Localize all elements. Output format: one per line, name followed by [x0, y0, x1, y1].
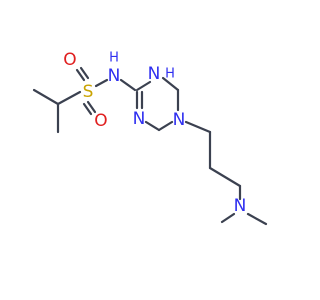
structure-svg: O S O H N N H N N N	[32, 50, 268, 226]
bond-s-o-top-a	[75, 68, 86, 82]
bond-n-left-ch2-bottom	[144, 120, 161, 132]
atom-n-ring-left: N	[133, 109, 146, 129]
atom-n-sulfonamide: N	[108, 66, 121, 86]
bond-chain-3	[208, 166, 242, 188]
atom-s: S	[83, 82, 94, 102]
atom-label-group: O S O H N N H N N N	[63, 50, 246, 216]
bond-s-o-bottom-b	[86, 100, 97, 114]
bond-s-o-bottom-a	[82, 102, 93, 116]
atom-h-sulfonamide: H	[109, 51, 119, 66]
bond-s-n	[94, 78, 109, 88]
bond-n-ring-carbon	[119, 78, 137, 92]
bond-nh-ch2-top	[161, 76, 180, 92]
bond-ring-c-nh	[135, 80, 152, 92]
atom-n-dimethyl: N	[234, 196, 247, 216]
bond-methyl-upper	[32, 88, 60, 106]
atom-o-bottom: O	[94, 111, 107, 131]
bond-ch2-bottom-n-right	[157, 120, 174, 132]
bond-nme-right	[246, 212, 268, 226]
atom-o-top: O	[63, 50, 76, 70]
bond-group	[32, 66, 268, 226]
atom-n-ring-top: N	[148, 64, 161, 84]
bond-nme-left	[220, 212, 236, 224]
bond-chain-1	[184, 120, 212, 134]
bond-s-o-top-b	[79, 66, 90, 80]
molecule-diagram: O S O H N N H N N N	[32, 50, 268, 226]
bond-ch-to-s	[56, 90, 82, 106]
atom-n-ring-right: N	[173, 110, 186, 130]
atom-h-ring-top: H	[165, 67, 175, 82]
